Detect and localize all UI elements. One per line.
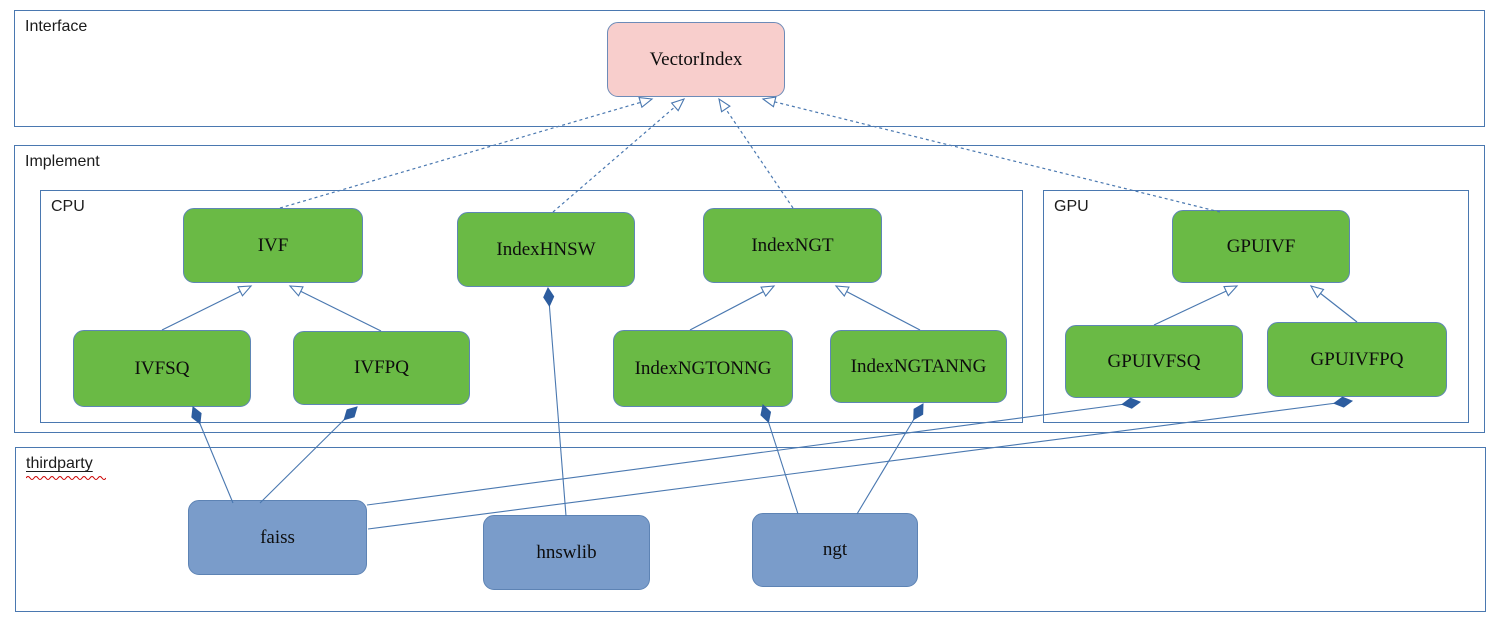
- node-indexngtonng-label: IndexNGTONNG: [634, 357, 772, 379]
- node-faiss-label: faiss: [260, 526, 295, 548]
- node-ivfpq-label: IVFPQ: [354, 357, 409, 378]
- node-vectorindex[interactable]: VectorIndex: [607, 22, 785, 97]
- node-ivf[interactable]: IVF: [183, 208, 363, 283]
- node-gpuivfsq-label: GPUIVFSQ: [1107, 350, 1201, 372]
- node-gpuivfsq[interactable]: GPUIVFSQ: [1065, 325, 1243, 398]
- node-ngt[interactable]: ngt: [752, 513, 918, 587]
- node-ivfsq[interactable]: IVFSQ: [73, 330, 251, 407]
- node-faiss[interactable]: faiss: [188, 500, 367, 575]
- container-gpu-label: GPU: [1054, 198, 1089, 215]
- node-ivf-label: IVF: [257, 234, 289, 256]
- container-implement-label: Implement: [25, 153, 100, 170]
- node-gpuivfpq-label: GPUIVFPQ: [1310, 348, 1404, 370]
- container-cpu-label: CPU: [51, 198, 85, 215]
- node-hnswlib[interactable]: hnswlib: [483, 515, 650, 590]
- node-ivfpq[interactable]: IVFPQ: [293, 331, 470, 405]
- node-gpuivf-label: GPUIVF: [1226, 235, 1296, 257]
- node-ngt-label: ngt: [822, 539, 848, 560]
- node-indexngt-label: IndexNGT: [751, 234, 834, 256]
- node-indexngtanng-label: IndexNGTANNG: [850, 355, 987, 377]
- node-vectorindex-label: VectorIndex: [649, 48, 743, 70]
- node-indexngt[interactable]: IndexNGT: [703, 208, 882, 283]
- container-interface-label: Interface: [25, 18, 88, 35]
- container-thirdparty-label: thirdparty: [26, 455, 106, 480]
- node-gpuivfpq[interactable]: GPUIVFPQ: [1267, 322, 1447, 397]
- node-ivfsq-label: IVFSQ: [134, 357, 190, 379]
- node-hnswlib-label: hnswlib: [536, 541, 597, 563]
- node-indexngtanng[interactable]: IndexNGTANNG: [830, 330, 1007, 403]
- node-indexngtonng[interactable]: IndexNGTONNG: [613, 330, 793, 407]
- node-indexhnsw[interactable]: IndexHNSW: [457, 212, 635, 287]
- node-indexhnsw-label: IndexHNSW: [496, 238, 596, 260]
- node-gpuivf[interactable]: GPUIVF: [1172, 210, 1350, 283]
- spellcheck-squiggle-icon: [26, 476, 106, 480]
